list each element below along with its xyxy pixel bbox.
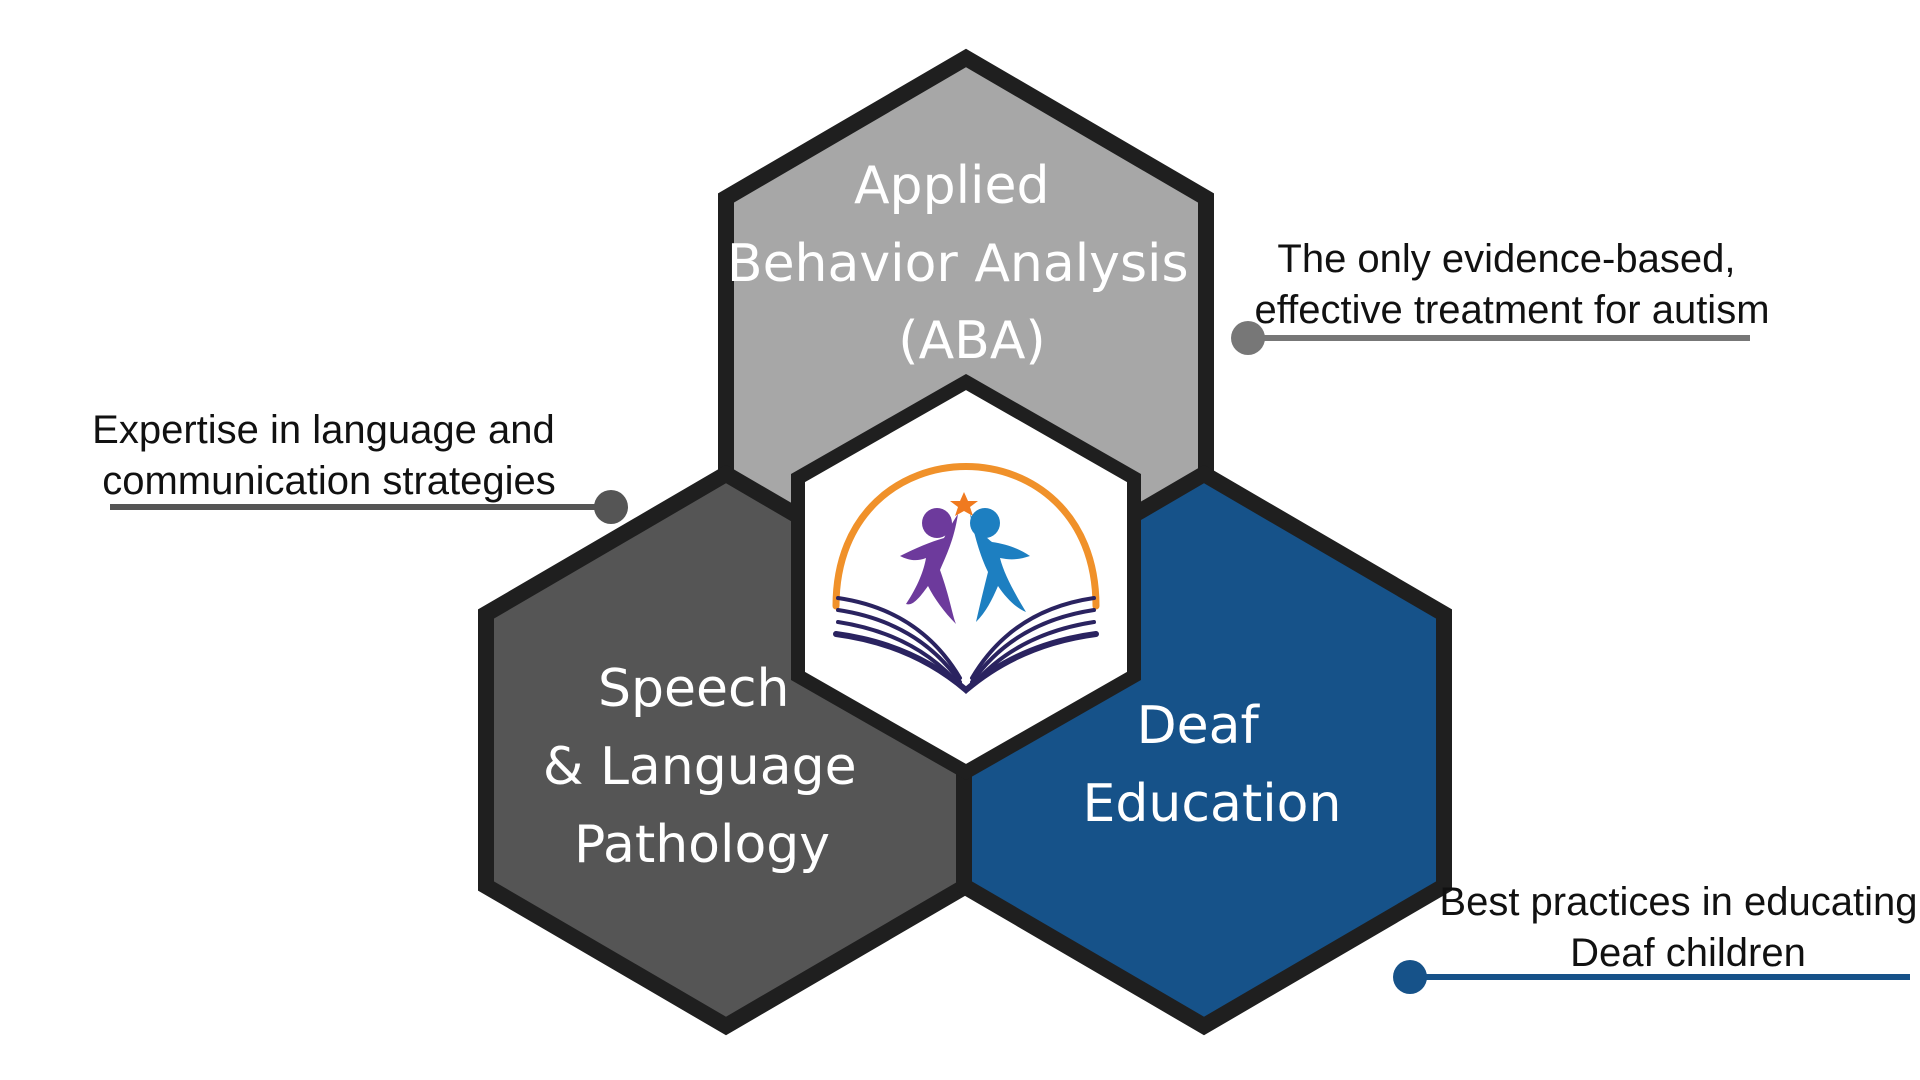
callout-slp-line-1: Expertise in language and xyxy=(92,408,555,452)
callout-aba-text: The only evidence-based, effective treat… xyxy=(1254,237,1769,332)
callout-deaf-text: Best practices in educating Deaf childre… xyxy=(1439,880,1920,975)
callout-slp: Expertise in language and communication … xyxy=(92,408,628,524)
logo-arc xyxy=(832,463,1100,610)
callout-slp-text: Expertise in language and communication … xyxy=(92,408,566,503)
aba-label: Applied Behavior Analysis (ABA) xyxy=(727,156,1205,371)
aba-label-line-2: Behavior Analysis xyxy=(727,234,1189,294)
star-icon xyxy=(950,492,978,516)
slp-label-line-2: & Language xyxy=(543,737,857,797)
callout-deaf-dot xyxy=(1393,960,1427,994)
aba-label-line-3: (ABA) xyxy=(898,311,1045,371)
callout-deaf: Best practices in educating Deaf childre… xyxy=(1393,880,1920,994)
figure-left-icon xyxy=(900,508,958,624)
book-icon xyxy=(833,596,1099,694)
callout-aba-line-2: effective treatment for autism xyxy=(1254,288,1769,332)
figure-right-icon xyxy=(970,508,1030,622)
callout-deaf-line-1: Best practices in educating xyxy=(1439,880,1917,924)
figure-right-body xyxy=(970,514,1030,622)
callout-slp-dot xyxy=(594,490,628,524)
aba-label-line-1: Applied xyxy=(854,156,1049,216)
slp-label: Speech & Language Pathology xyxy=(543,659,873,875)
callout-aba: The only evidence-based, effective treat… xyxy=(1231,237,1770,355)
figure-left-body xyxy=(900,514,958,624)
book-cover xyxy=(833,631,1099,694)
deaf-label-line-2: Education xyxy=(1083,774,1342,834)
hexagon-center xyxy=(791,373,1141,781)
deaf-label-line-1: Deaf xyxy=(1137,696,1261,756)
book-page-right-2 xyxy=(970,608,1096,684)
book-page-left-1 xyxy=(836,596,962,680)
callout-deaf-line-2: Deaf children xyxy=(1570,931,1806,975)
logo xyxy=(832,463,1100,694)
figure-left-head xyxy=(922,508,952,538)
callout-aba-dot xyxy=(1231,321,1265,355)
deaf-label: Deaf Education xyxy=(1083,696,1342,834)
callout-slp-line-2: communication strategies xyxy=(102,459,556,503)
book-page-right-1 xyxy=(970,596,1096,680)
slp-label-line-1: Speech xyxy=(598,659,790,719)
callout-aba-line-1: The only evidence-based, xyxy=(1277,237,1735,281)
book-page-left-2 xyxy=(836,608,962,684)
slp-label-line-3: Pathology xyxy=(574,815,830,875)
